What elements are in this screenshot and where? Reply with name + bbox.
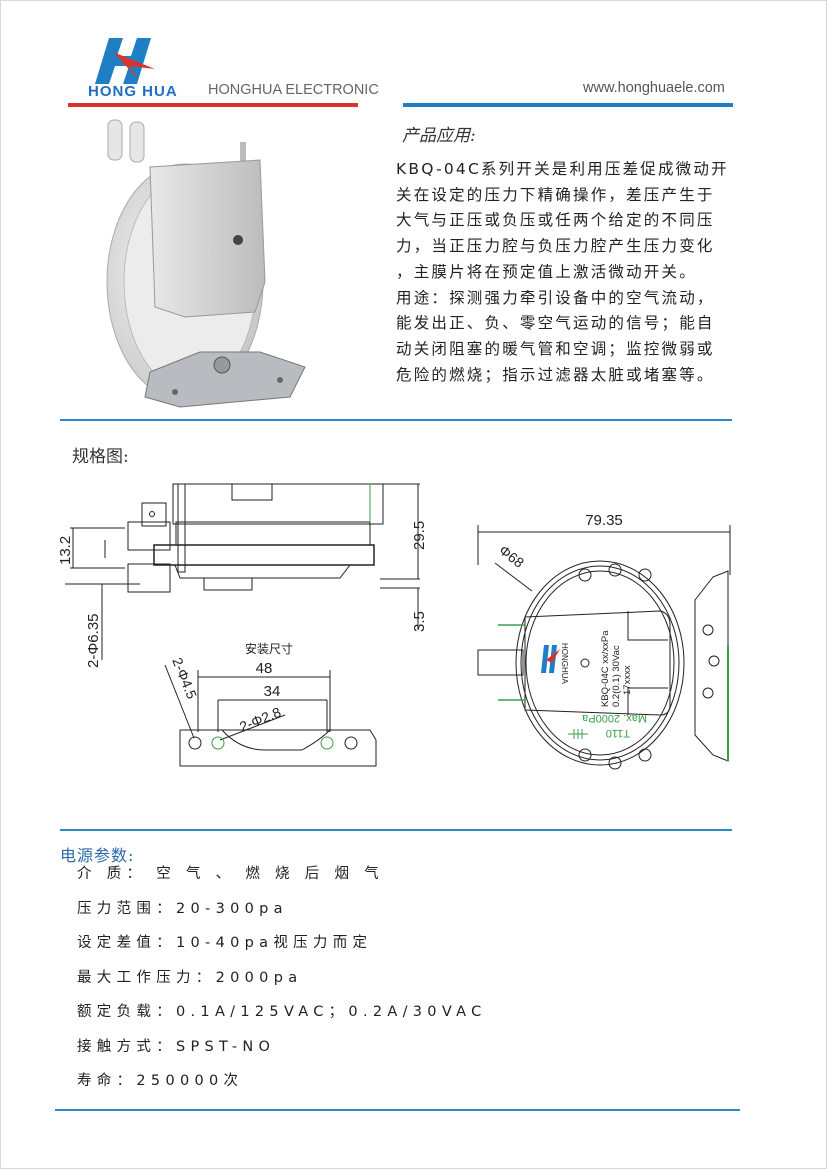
application-line: 用途：探测强力牵引设备中的空气流动， bbox=[396, 288, 715, 307]
website-link[interactable]: www.honghuaele.com bbox=[583, 80, 725, 96]
header-red-rule bbox=[68, 103, 358, 107]
specs-list: 介 质： 空 气 、 燃 烧 后 烟 气 压力范围：20-300pa 设定差值：… bbox=[77, 862, 487, 1104]
spec-pressure-range: 压力范围：20-300pa bbox=[77, 900, 288, 917]
label-brand: HONGHUA bbox=[560, 643, 569, 685]
dim-diameter: Φ68 bbox=[496, 542, 527, 571]
application-line: KBQ-04C系列开关是利用压差促成微动开 bbox=[396, 160, 729, 178]
application-line: 能发出正、负、零空气运动的信号；能自 bbox=[396, 314, 715, 333]
application-title: 产品应用: bbox=[402, 126, 476, 146]
application-description: KBQ-04C系列开关是利用压差促成微动开 关在设定的压力下精确操作，差压产生于… bbox=[396, 157, 746, 388]
honghua-logo-icon bbox=[95, 38, 155, 84]
logo-text: HONG HUA bbox=[88, 83, 178, 100]
dim-outer: 48 bbox=[256, 660, 273, 677]
header-blue-rule bbox=[403, 103, 733, 107]
side-view-drawing: 29.5 3.5 13.2 2-Φ6.35 安装尺寸 48 34 2-Φ4.5 … bbox=[57, 483, 428, 767]
company-name: HONGHUA ELECTRONIC bbox=[208, 82, 379, 98]
application-line: 关在设定的压力下精确操作，差压产生于 bbox=[396, 185, 715, 204]
application-line: ，主膜片将在预定值上激活微动开关。 bbox=[396, 262, 697, 281]
section-divider bbox=[60, 829, 732, 831]
spec-max-pressure: 最大工作压力：2000pa bbox=[77, 969, 303, 986]
spec-differential: 设定差值：10-40pa视压力而定 bbox=[77, 935, 373, 951]
spec-rated-load: 额定负载：0.1A/125VAC；0.2A/30VAC bbox=[77, 1004, 487, 1020]
application-line: 大气与正压或负压或任两个给定的不同压 bbox=[396, 211, 715, 230]
application-line: 危险的燃烧；指示过滤器太脏或堵塞等。 bbox=[396, 365, 715, 384]
dim-width: 79.35 bbox=[585, 512, 623, 529]
section-divider bbox=[60, 419, 732, 421]
spec-medium: 介 质： 空 气 、 燃 烧 后 烟 气 bbox=[77, 866, 384, 882]
hole-large-label: 2-Φ4.5 bbox=[169, 655, 200, 701]
label-temp: T110 bbox=[606, 727, 630, 739]
mount-title: 安装尺寸 bbox=[245, 641, 293, 656]
top-view-drawing: 79.35 Φ68 HONGHUA KBQ-04C xx/xxPa 0.2(0.… bbox=[477, 512, 731, 770]
label-code: 17xxxx bbox=[622, 665, 633, 695]
product-photo bbox=[106, 119, 306, 408]
footer-divider bbox=[55, 1109, 740, 1111]
dim-inner: 34 bbox=[264, 683, 281, 700]
dim-port-spacing: 13.2 bbox=[57, 536, 74, 565]
spec-life: 寿命：250000次 bbox=[77, 1073, 244, 1089]
dim-ports: 2-Φ6.35 bbox=[85, 614, 102, 669]
drawing-title: 规格图: bbox=[72, 447, 129, 467]
label-model: KBQ-04C xx/xxPa bbox=[600, 630, 611, 707]
spec-contact-type: 接触方式：SPST-NO bbox=[77, 1038, 276, 1055]
label-rating: 0.2(0.1) 30Vac bbox=[611, 645, 622, 707]
specs-title: 电源参数: bbox=[60, 846, 135, 865]
dim-height: 29.5 bbox=[411, 521, 428, 550]
application-line: 动关闭阻塞的暖气管和空调；监控微弱或 bbox=[396, 339, 715, 358]
application-line: 力，当正压力腔与负压力腔产生压力变化 bbox=[396, 237, 715, 256]
dim-bracket: 3.5 bbox=[411, 611, 428, 632]
label-max: Max. 2000Pa bbox=[581, 712, 647, 724]
